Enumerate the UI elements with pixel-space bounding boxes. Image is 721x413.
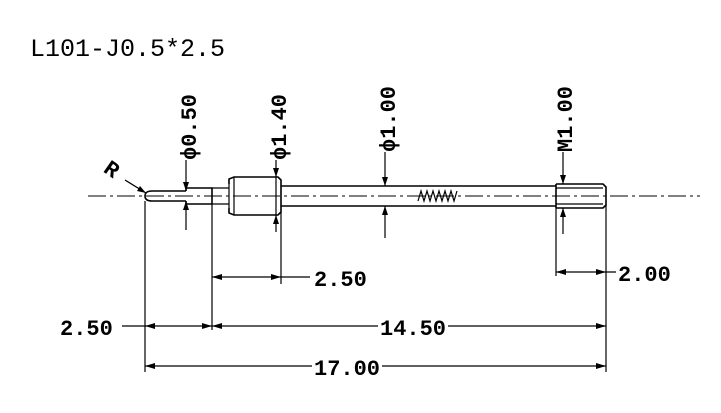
dim-tip-diameter: ϕ0.50 xyxy=(178,94,203,230)
dim-thread-diameter-label: M1.00 xyxy=(554,86,579,152)
dim-barrel-diameter: ϕ1.00 xyxy=(377,86,402,238)
radius-callout: R xyxy=(98,156,147,194)
thread-section xyxy=(556,183,607,209)
probe-pin-outline xyxy=(144,176,607,216)
dim-thread-diameter: M1.00 xyxy=(554,86,579,234)
tip-section xyxy=(144,190,186,202)
dim-main-length-label: 14.50 xyxy=(380,317,446,342)
dim-main-length: 14.50 xyxy=(212,317,606,342)
dim-collar-length: 2.50 xyxy=(212,268,367,293)
dim-tip-length-label: 2.50 xyxy=(60,317,113,342)
spring xyxy=(417,188,458,204)
dim-tip-length: 2.50 xyxy=(60,317,212,342)
dim-collar-diameter: ϕ1.40 xyxy=(268,94,293,232)
radius-label: R xyxy=(98,156,124,185)
dim-barrel-diameter-label: ϕ1.00 xyxy=(377,86,402,152)
extension-lines xyxy=(144,201,607,372)
dim-overall-length-label: 17.00 xyxy=(314,357,380,382)
dim-thread-length: 2.00 xyxy=(556,263,671,288)
collar-section xyxy=(228,176,282,216)
dim-thread-length-label: 2.00 xyxy=(618,263,671,288)
part-number-title: L101-J0.5*2.5 xyxy=(30,35,225,64)
dim-collar-diameter-label: ϕ1.40 xyxy=(268,94,293,160)
dim-overall-length: 17.00 xyxy=(145,357,606,382)
dim-tip-diameter-label: ϕ0.50 xyxy=(178,94,203,160)
dim-collar-length-label: 2.50 xyxy=(314,268,367,293)
